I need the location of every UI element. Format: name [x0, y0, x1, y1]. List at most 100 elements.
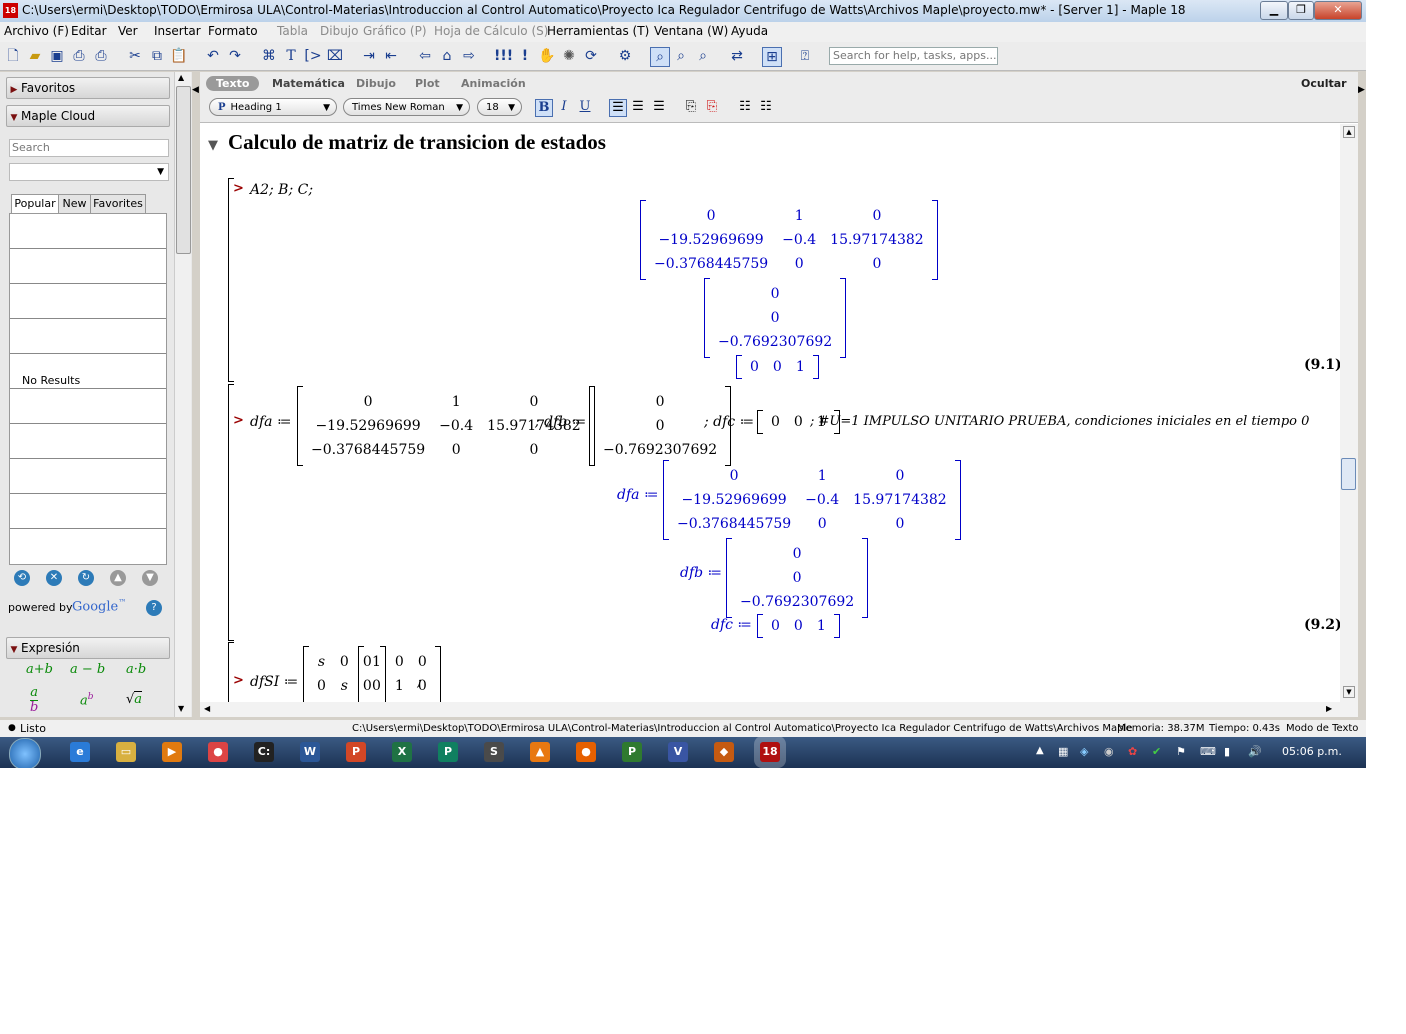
open-icon[interactable]: ▰ [29, 48, 41, 64]
execute-all-icon[interactable]: !!! [494, 48, 514, 64]
expr-difference[interactable]: a − b [70, 662, 106, 677]
undo-icon[interactable]: ↶ [207, 48, 219, 64]
tray-signal-icon[interactable]: ▮ [1224, 745, 1231, 758]
palette-maple-cloud-header[interactable]: ▼Maple Cloud [6, 105, 170, 127]
maple-app-icon[interactable]: 18 [3, 3, 18, 18]
back-icon[interactable]: ⇦ [419, 48, 431, 64]
align-right-icon[interactable]: ☰ [653, 99, 665, 114]
help-circle-icon[interactable]: ? [146, 600, 162, 616]
help-search-input[interactable]: Search for help, tasks, apps... [829, 47, 998, 65]
tray-device-icon[interactable]: ⌨ [1200, 745, 1216, 758]
menu-ver[interactable]: Ver [118, 24, 138, 38]
scroll-down-icon[interactable]: ▼ [178, 704, 185, 713]
worksheet-icon[interactable]: ⌘ [262, 48, 276, 64]
tray-expand-icon[interactable]: ▲ [1036, 745, 1044, 756]
worksheet[interactable]: ▼ Calculo de matriz de transicion de est… [200, 124, 1340, 702]
cloud-group-select[interactable]: ▼ [9, 163, 169, 181]
tab-favorites[interactable]: Favorites [90, 194, 146, 213]
tab-matematica[interactable]: Matemática [272, 77, 345, 90]
collapse-left-panel-icon[interactable]: ◀ [192, 85, 199, 95]
copy-icon[interactable]: ⧉ [152, 48, 162, 64]
palette-expresion-header[interactable]: ▼Expresión [6, 637, 170, 659]
scroll-up-icon[interactable]: ▲ [178, 73, 185, 82]
scroll-left-icon[interactable]: ◀ [204, 704, 211, 713]
taskbar-maple-icon[interactable]: 18 [760, 742, 780, 762]
section-heading[interactable]: Calculo de matriz de transicion de estad… [228, 130, 606, 154]
equation-label[interactable]: (9.1) [1304, 357, 1340, 373]
debug-icon[interactable]: ✺ [563, 48, 575, 64]
expr-power[interactable]: ab [80, 692, 94, 708]
taskbar-sublime-icon[interactable]: S [484, 742, 504, 762]
expr-product[interactable]: a·b [126, 662, 146, 677]
menu-formato[interactable]: Formato [208, 24, 258, 38]
text-icon[interactable]: T [286, 48, 296, 64]
taskbar-media-icon[interactable]: ▶ [162, 742, 182, 762]
menu-editar[interactable]: Editar [71, 24, 107, 38]
indent-icon[interactable]: ⇥ [363, 48, 375, 64]
tab-dibujo[interactable]: Dibujo [356, 77, 396, 90]
taskbar-clock[interactable]: 05:06 p.m. [1282, 745, 1342, 758]
menu-ayuda[interactable]: Ayuda [731, 24, 769, 38]
settings-icon[interactable]: ⚙ [618, 48, 632, 64]
delete-icon[interactable]: ✕ [46, 570, 62, 586]
home-icon[interactable]: ⌂ [442, 48, 452, 64]
cut-icon[interactable]: ✂ [129, 48, 141, 64]
input-a2-b-c[interactable]: A2; B; C; [250, 182, 314, 198]
tray-volume-icon[interactable]: 🔊 [1248, 745, 1262, 758]
section-collapse-icon[interactable]: ▼ [208, 138, 218, 153]
refresh-icon[interactable]: ⇄ [731, 48, 743, 64]
expand-icon[interactable]: ⌧ [326, 48, 344, 64]
restart-icon[interactable]: ⟳ [585, 48, 597, 64]
taskbar-publisher-icon[interactable]: P [438, 742, 458, 762]
input-comment[interactable]: ; #U=1 IMPULSO UNITARIO PRUEBA, condicio… [810, 414, 1310, 429]
tab-new[interactable]: New [58, 194, 91, 213]
tray-security-icon[interactable]: ◈ [1080, 745, 1089, 758]
tab-popular[interactable]: Popular [11, 194, 59, 214]
underline-button[interactable]: U [579, 99, 591, 114]
stop-icon[interactable]: ✋ [538, 48, 556, 64]
align-left-icon[interactable]: ☰ [609, 99, 627, 117]
text-color-icon[interactable]: ⎘ [685, 99, 697, 114]
left-panel-scrollbar[interactable]: ▲ ▼ [174, 72, 191, 717]
input-dfa-label[interactable]: dfa ≔ [250, 414, 292, 430]
taskbar-ie-icon[interactable]: e [70, 742, 90, 762]
execute-icon[interactable]: ! [521, 48, 529, 64]
expr-sum[interactable]: a+b [26, 662, 53, 677]
menu-archivo[interactable]: Archivo (F) [4, 24, 69, 38]
forward-icon[interactable]: ⇨ [463, 48, 475, 64]
worksheet-vertical-scrollbar[interactable]: ▲ ▼ [1340, 124, 1358, 702]
outdent-icon[interactable]: ⇤ [385, 48, 397, 64]
highlight-color-icon[interactable]: ⎘ [706, 99, 718, 114]
size-select[interactable]: 18▼ [477, 98, 522, 116]
align-center-icon[interactable]: ☰ [632, 99, 644, 114]
redo-icon[interactable]: ↷ [229, 48, 241, 64]
numbered-list-icon[interactable]: ☷ [760, 99, 772, 114]
list-item[interactable] [10, 249, 166, 284]
input-terminator[interactable]: ; [417, 674, 422, 690]
bullet-list-icon[interactable]: ☷ [739, 99, 751, 114]
sync-icon[interactable]: ⟲ [14, 570, 30, 586]
zoom2-icon[interactable]: ⌕ [677, 48, 685, 64]
zoom1-icon[interactable]: ⌕ [650, 47, 670, 67]
tab-animacion[interactable]: Animación [461, 77, 526, 90]
list-item[interactable]: No Results [10, 354, 166, 389]
execution-group-bracket[interactable] [228, 384, 234, 641]
menu-ventana[interactable]: Ventana (W) [654, 24, 729, 38]
menu-dibujo[interactable]: Dibujo [320, 24, 359, 38]
upload-icon[interactable]: ▲ [110, 570, 126, 586]
input-matrix-b[interactable]: 0 0 −0.7692307692 [589, 386, 732, 466]
list-item[interactable] [10, 459, 166, 494]
list-item[interactable] [10, 389, 166, 424]
scroll-right-icon[interactable]: ▶ [1326, 704, 1333, 713]
tray-flag-icon[interactable]: ⚑ [1176, 745, 1186, 758]
collapse-right-panel-icon[interactable]: ▶ [1358, 85, 1365, 95]
expr-sqrt[interactable]: √a [126, 691, 143, 707]
list-item[interactable] [10, 494, 166, 529]
input-dfc-label[interactable]: ; dfc ≔ [704, 414, 755, 430]
taskbar-word-icon[interactable]: W [300, 742, 320, 762]
list-item[interactable] [10, 214, 166, 249]
left-scroll-thumb[interactable] [176, 86, 191, 254]
